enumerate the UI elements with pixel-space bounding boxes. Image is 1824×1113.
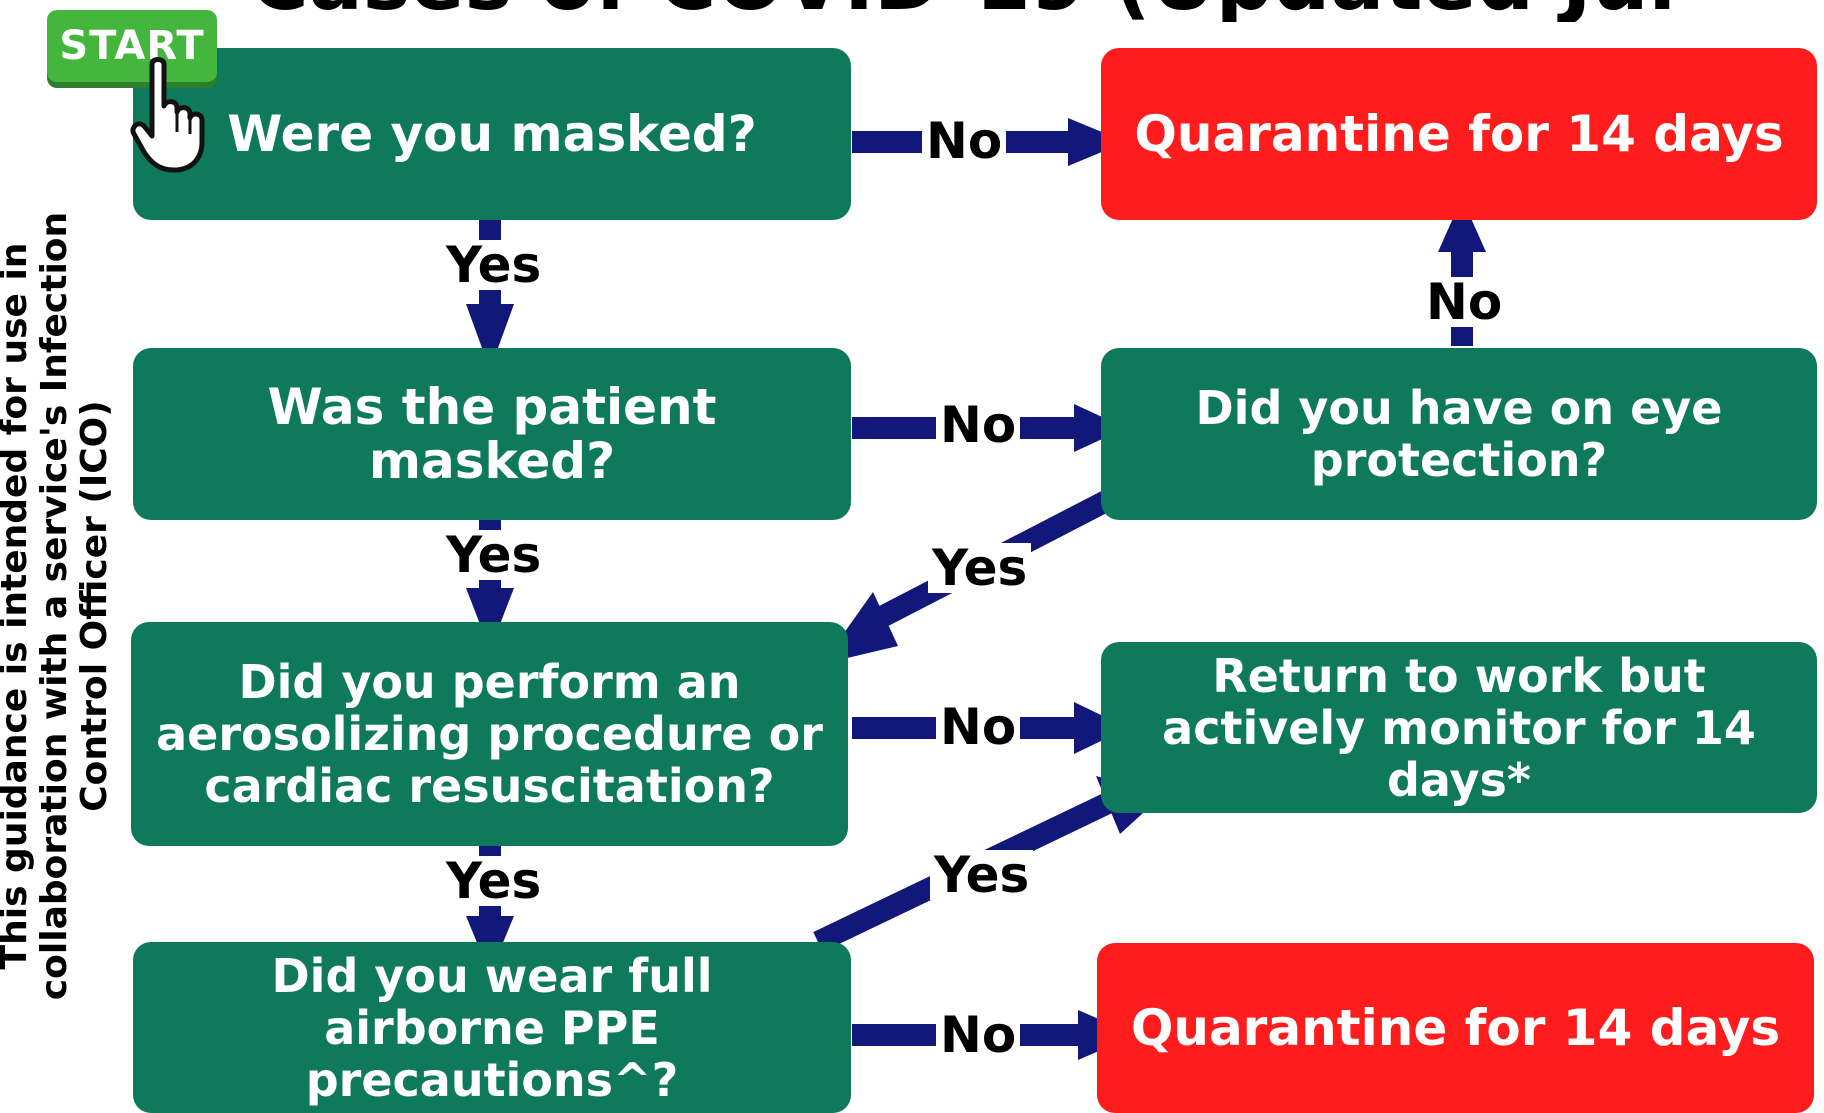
start-button: START <box>47 10 217 82</box>
edge-label-q5-no: No <box>1422 277 1507 327</box>
edge-label-q4-no: No <box>936 1010 1021 1060</box>
edge-label-q3-no: No <box>936 702 1021 752</box>
outcome-quarantine-top: Quarantine for 14 days <box>1101 48 1817 220</box>
arrowhead-q2-no <box>1074 404 1126 452</box>
edge-label-q2-no: No <box>936 400 1021 450</box>
question-was-patient-masked: Was the patient masked? <box>133 348 851 520</box>
arrowhead-q1-no <box>1068 118 1126 166</box>
edge-label-q1-no: No <box>922 116 1007 166</box>
question-were-you-masked: Were you masked? <box>133 48 851 220</box>
question-aerosolizing-procedure: Did you perform an aerosolizing procedur… <box>131 622 848 846</box>
edge-label-q5-yes: Yes <box>928 543 1032 593</box>
arrowhead-q1-yes <box>466 304 514 370</box>
edge-label-q3-yes: Yes <box>442 856 546 906</box>
edge-label-q4-yes: Yes <box>930 850 1034 900</box>
question-full-airborne-ppe: Did you wear full airborne PPE precautio… <box>133 942 851 1113</box>
outcome-return-to-work: Return to work but actively monitor for … <box>1101 642 1817 813</box>
page-title: Cases of COVID-19 (Updated June 19, 2020… <box>250 0 1670 22</box>
outcome-quarantine-bottom: Quarantine for 14 days <box>1097 943 1814 1113</box>
edge-label-q1-yes: Yes <box>442 240 546 290</box>
pointer-hand-icon <box>130 57 205 173</box>
arrowhead-q5-no <box>1438 198 1486 252</box>
edge-label-q2-yes: Yes <box>442 530 546 580</box>
question-eye-protection: Did you have on eye protection? <box>1101 348 1817 520</box>
arrowhead-q2-yes <box>466 588 514 650</box>
